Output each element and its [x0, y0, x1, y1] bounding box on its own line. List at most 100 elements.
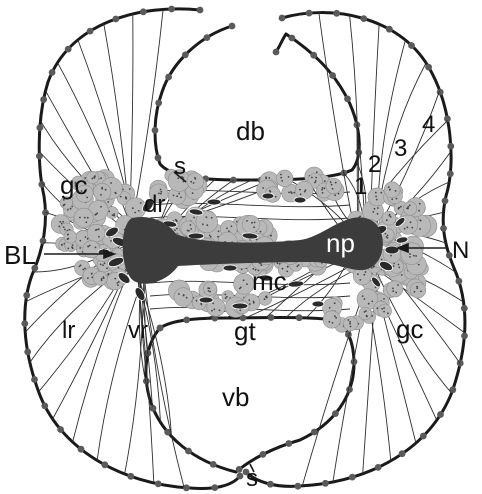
- granule-speck: [94, 177, 96, 179]
- granule-speck: [239, 309, 241, 311]
- granule-speck: [324, 188, 326, 190]
- granule-speck: [190, 181, 192, 183]
- surface-dot: [311, 429, 318, 436]
- granule-speck: [315, 177, 317, 179]
- granule-speck: [398, 267, 400, 269]
- surface-dot: [306, 10, 313, 17]
- granule-speck: [330, 181, 332, 183]
- surface-dot: [408, 42, 415, 49]
- label-s-top: s: [174, 153, 186, 180]
- granule-speck: [108, 211, 110, 213]
- granule-speck: [196, 300, 198, 302]
- label-1: 1: [354, 173, 367, 200]
- granule-speck: [396, 198, 398, 200]
- granule-speck: [262, 187, 264, 189]
- granule-speck: [85, 221, 87, 223]
- granule-speck: [415, 255, 417, 257]
- surface-dot: [155, 154, 162, 161]
- granule-speck: [400, 206, 402, 208]
- granule-cell: [174, 288, 193, 307]
- granule-speck: [265, 296, 267, 298]
- granule-speck: [264, 298, 266, 300]
- surface-dot: [157, 325, 164, 332]
- granule-speck: [384, 233, 386, 235]
- granule-speck: [311, 177, 313, 179]
- granule-speck: [335, 182, 337, 184]
- granule-speck: [206, 224, 208, 226]
- granule-speck: [174, 229, 176, 231]
- granule-speck: [331, 184, 333, 186]
- granule-speck: [380, 192, 382, 194]
- granule-speck: [349, 321, 351, 323]
- granule-speck: [329, 321, 331, 323]
- surface-dot: [37, 124, 44, 131]
- granule-speck: [359, 279, 361, 281]
- granule-speck: [334, 302, 336, 304]
- granule-cell: [87, 224, 105, 242]
- granule-speck: [112, 214, 114, 216]
- granule-speck: [100, 194, 102, 196]
- granule-speck: [190, 224, 192, 226]
- granule-speck: [268, 177, 270, 179]
- surface-dot: [322, 480, 329, 487]
- granule-speck: [392, 288, 394, 290]
- granule-speck: [388, 215, 390, 217]
- granule-speck: [395, 292, 397, 294]
- granule-speck: [180, 197, 182, 199]
- granule-speck: [176, 195, 178, 197]
- granule-cell: [326, 178, 342, 194]
- granule-speck: [251, 222, 253, 224]
- granule-speck: [186, 297, 188, 299]
- surface-dot: [399, 450, 406, 457]
- granule-speck: [420, 220, 422, 222]
- granule-cell: [359, 307, 372, 320]
- granule-speck: [249, 303, 251, 305]
- granule-speck: [226, 296, 228, 298]
- granule-speck: [368, 303, 370, 305]
- granule-speck: [110, 182, 112, 184]
- granule-speck: [288, 192, 290, 194]
- surface-dot: [210, 461, 217, 468]
- granule-speck: [299, 189, 301, 191]
- granule-speck: [231, 225, 233, 227]
- surface-dot: [127, 473, 134, 480]
- surface-dot: [310, 52, 317, 59]
- granule-speck: [84, 217, 86, 219]
- granule-speck: [190, 228, 192, 230]
- granule-speck: [304, 191, 306, 193]
- granule-speck: [61, 244, 63, 246]
- cell-nucleus: [312, 301, 324, 307]
- label-db: db: [236, 116, 265, 146]
- granule-speck: [104, 262, 106, 264]
- surface-dot: [447, 143, 454, 150]
- granule-speck: [240, 287, 242, 289]
- granule-speck: [376, 199, 378, 201]
- granule-speck: [270, 235, 272, 237]
- surface-dot: [442, 198, 449, 205]
- granule-cell: [242, 215, 260, 233]
- surface-dot: [150, 405, 157, 412]
- granule-speck: [338, 193, 340, 195]
- granule-speck: [350, 326, 352, 328]
- surface-dot: [204, 34, 211, 41]
- granule-speck: [418, 264, 420, 266]
- surface-dot: [344, 96, 351, 103]
- surface-dot: [461, 305, 468, 312]
- granule-speck: [363, 274, 365, 276]
- surface-dot: [332, 410, 339, 417]
- label-gt: gt: [234, 316, 256, 346]
- granule-speck: [362, 295, 364, 297]
- granule-cell: [382, 211, 396, 225]
- granule-speck: [101, 187, 103, 189]
- label-bl: BL: [4, 240, 36, 270]
- granule-speck: [280, 174, 282, 176]
- granule-speck: [243, 279, 245, 281]
- granule-speck: [67, 233, 69, 235]
- granule-speck: [103, 276, 105, 278]
- granule-speck: [277, 262, 279, 264]
- surface-dot: [386, 26, 393, 33]
- granule-speck: [335, 317, 337, 319]
- granule-speck: [79, 266, 81, 268]
- granule-speck: [225, 297, 227, 299]
- granule-cell: [387, 281, 403, 297]
